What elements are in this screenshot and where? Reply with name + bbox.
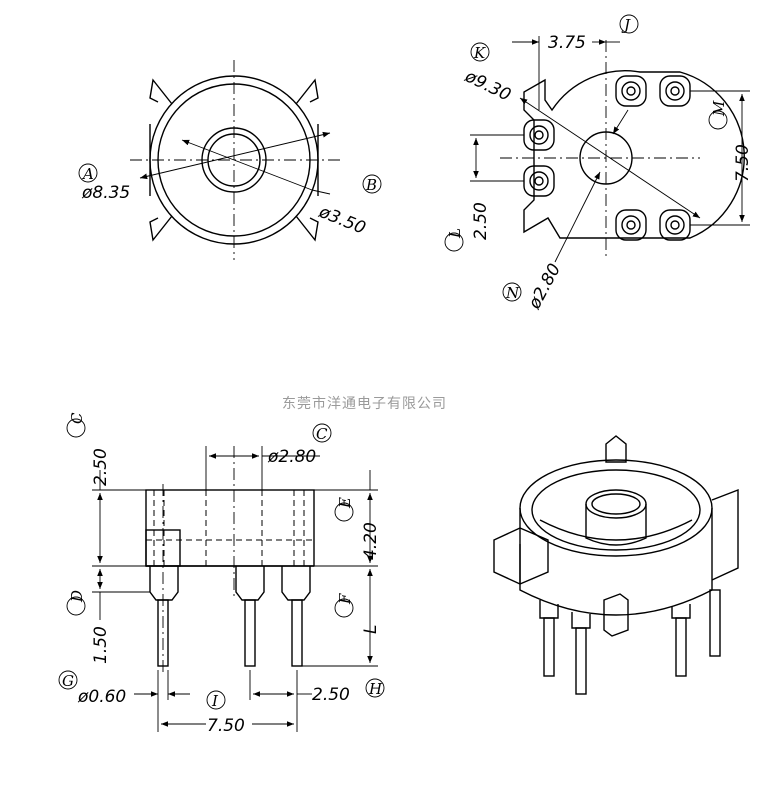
callout-c-top: C [316, 425, 328, 443]
callout-l: L [446, 228, 464, 239]
callout-h: H [368, 680, 383, 698]
callout-k: K [473, 44, 486, 62]
callout-m: M [710, 100, 728, 117]
callout-i: I [211, 692, 219, 710]
isometric-view [493, 435, 739, 695]
dim-m: 7.50 [733, 144, 753, 182]
dim-f: L [361, 625, 381, 634]
callout-n: N [505, 284, 520, 302]
top-left-view: A ø8.35 B ø3.50 [78, 60, 382, 260]
front-view: 2.50 C 1.50 D ø2.80 C 4.20 E L F [58, 412, 385, 736]
callout-a-circle [78, 163, 98, 183]
dim-c-top: ø2.80 [267, 447, 316, 467]
callout-j: J [621, 16, 631, 34]
dim-i: 7.50 [207, 716, 245, 736]
dim-a: ø8.35 [81, 183, 130, 203]
callout-d: D [68, 590, 86, 603]
dim-d: 1.50 [91, 626, 111, 664]
callout-b-circle [362, 174, 382, 194]
dim-h: 2.50 [312, 685, 350, 705]
dim-k: ø9.30 [461, 66, 514, 106]
dim-e: 4.20 [361, 522, 381, 560]
callout-e: E [336, 497, 354, 509]
callout-f: F [336, 593, 354, 605]
callout-a: A [81, 165, 94, 183]
top-right-view: 3.75 J K ø9.30 7.50 M 2.50 L N ø2.80 [444, 14, 753, 313]
callout-c-left: C [68, 412, 86, 424]
dim-j: 3.75 [548, 33, 586, 53]
dim-b: ø3.50 [315, 202, 368, 239]
callout-g: G [62, 672, 74, 690]
dim-n: ø2.80 [524, 260, 565, 313]
dim-g: ø0.60 [77, 687, 126, 707]
dim-l: 2.50 [471, 202, 491, 240]
callout-b: B [365, 176, 377, 194]
company-name: 东莞市洋通电子有限公司 [282, 395, 447, 412]
dim-c-left: 2.50 [91, 448, 111, 486]
